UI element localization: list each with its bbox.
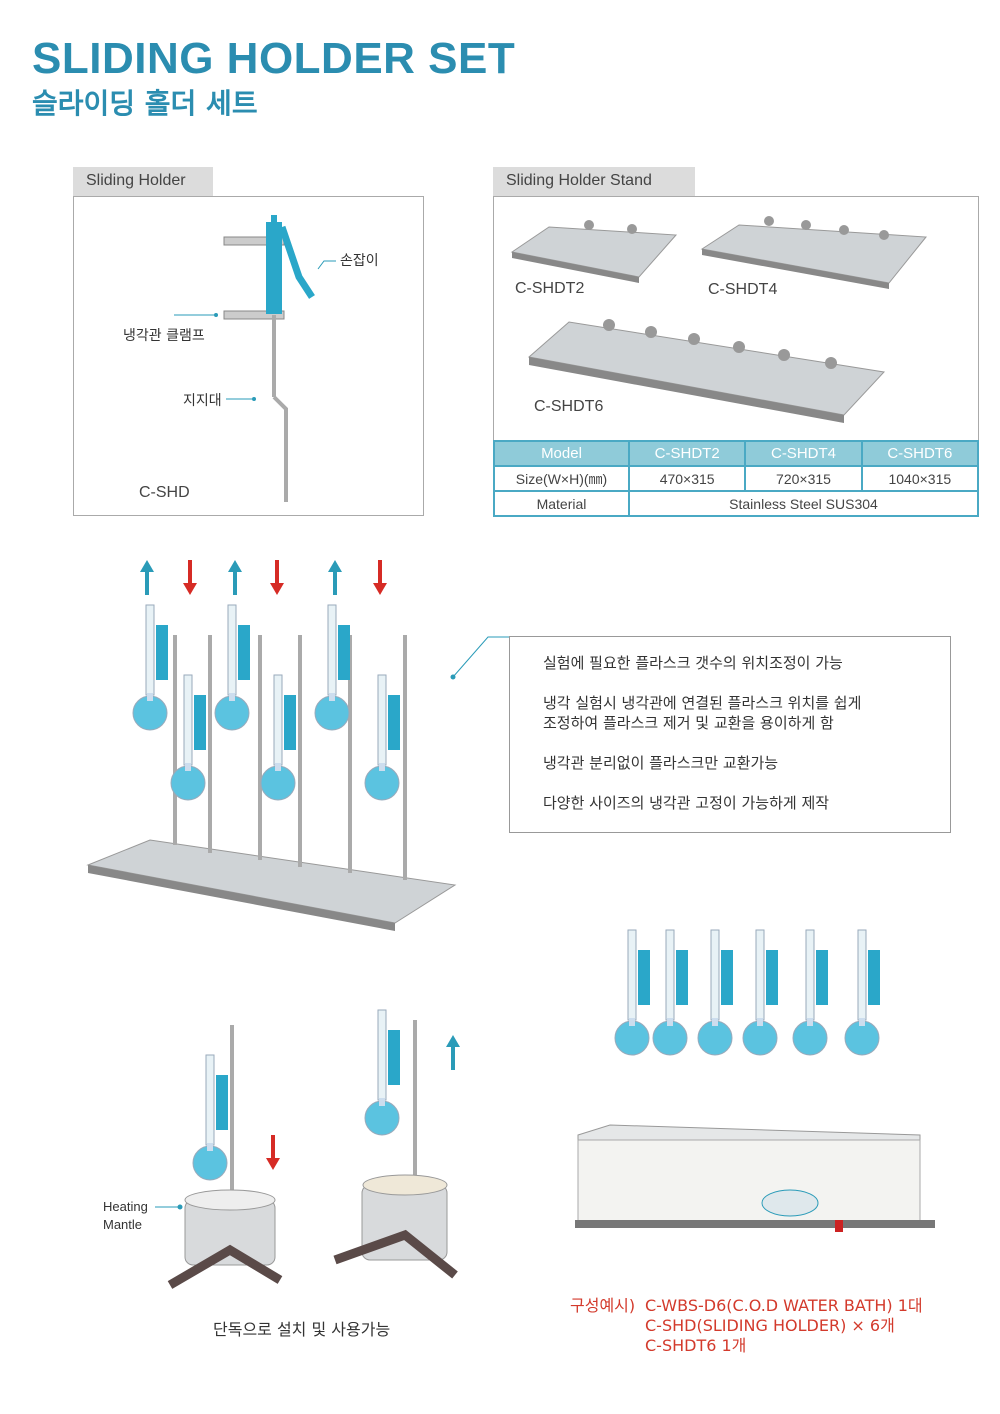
size-cell: 1040×315 (860, 465, 980, 492)
stand-images (510, 216, 927, 423)
down-arrow-icon (183, 560, 197, 595)
table-header: C-SHDT4 (744, 440, 863, 467)
feature-item: 조정하여 플라스크 제거 및 교환을 용이하게 함 (543, 714, 834, 732)
size-cell: 720×315 (744, 465, 863, 492)
example-prefix: 구성예시) (570, 1296, 636, 1315)
example-config: 구성예시) C-WBS-D6(C.O.D WATER BATH) 1대 C-SH… (570, 1296, 923, 1355)
standalone-setup-image (155, 1009, 460, 1289)
model-c-shdt4: C-SHDT4 (708, 281, 778, 298)
standalone-caption: 단독으로 설치 및 사용가능 (213, 1320, 391, 1339)
label-mantle: Mantle (103, 1217, 143, 1232)
tab-sliding-holder: Sliding Holder (73, 167, 213, 196)
page-subtitle: 슬라이딩 홀더 세트 (32, 87, 258, 120)
label-heating: Heating (103, 1199, 148, 1214)
down-arrow-icon (270, 560, 284, 595)
up-arrow-icon (228, 560, 242, 595)
feature-item: 냉각관 분리없이 플라스크만 교환가능 (543, 754, 779, 772)
features-box: 실험에 필요한 플라스크 갯수의 위치조정이 가능 냉각 실험시 냉각관에 연결… (509, 636, 951, 833)
size-cell: 470×315 (627, 465, 747, 492)
model-c-shdt2: C-SHDT2 (515, 280, 585, 297)
label-handle: 손잡이 (340, 253, 379, 269)
up-arrow-icon (328, 560, 342, 595)
table-header: C-SHDT6 (860, 440, 980, 467)
water-bath-setup-image (575, 929, 935, 1232)
feature-item: 냉각 실험시 냉각관에 연결된 플라스크 위치를 쉽게 (543, 694, 862, 712)
six-holder-set-image (86, 560, 457, 931)
up-arrow-icon (140, 560, 154, 595)
example-line: C-SHDT6 1개 (645, 1336, 747, 1355)
tab-sliding-holder-stand: Sliding Holder Stand (493, 167, 695, 196)
row-label-size: Size(W×H)(㎜) (493, 465, 630, 492)
sliding-holder-image (174, 215, 336, 502)
model-c-shd: C-SHD (139, 484, 190, 501)
row-label-material: Material (493, 490, 630, 517)
table-header: C-SHDT2 (627, 440, 747, 467)
leader-line (450, 636, 510, 680)
sliding-holder-panel: 손잡이 냉각관 클램프 지지대 C-SHD (73, 196, 424, 516)
table-header: Model (493, 440, 630, 467)
example-line: C-SHD(SLIDING HOLDER) × 6개 (645, 1316, 895, 1335)
label-support: 지지대 (183, 393, 222, 409)
feature-item: 다양한 사이즈의 냉각관 고정이 가능하게 제작 (543, 794, 830, 812)
label-clamp: 냉각관 클램프 (123, 328, 205, 344)
material-cell: Stainless Steel SUS304 (628, 490, 979, 517)
example-line: C-WBS-D6(C.O.D WATER BATH) 1대 (645, 1296, 923, 1315)
up-arrow-icon (446, 1035, 460, 1070)
feature-item: 실험에 필요한 플라스크 갯수의 위치조정이 가능 (543, 654, 843, 672)
down-arrow-icon (266, 1135, 280, 1170)
down-arrow-icon (373, 560, 387, 595)
page-title: SLIDING HOLDER SET (32, 34, 516, 83)
model-c-shdt6: C-SHDT6 (534, 398, 604, 415)
